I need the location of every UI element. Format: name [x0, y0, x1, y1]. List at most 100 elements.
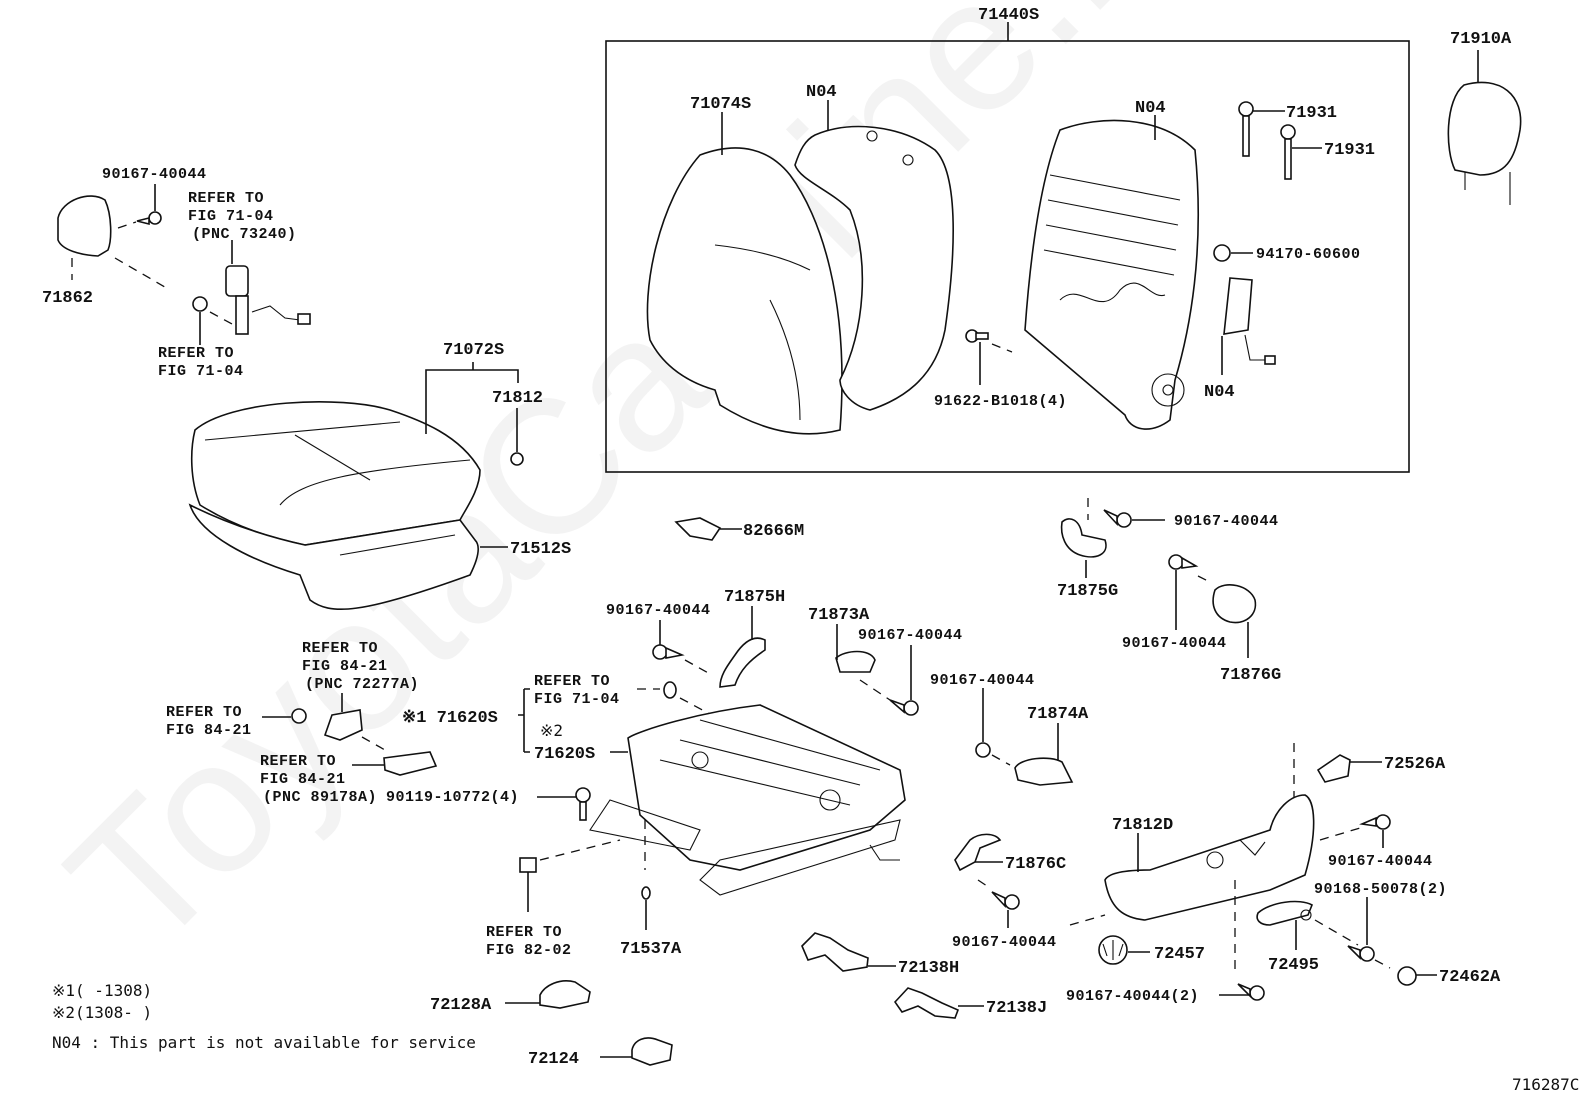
cover-71874A[interactable]	[1014, 723, 1074, 786]
part-label-94170-60600[interactable]: 94170-60600	[1256, 246, 1361, 263]
part-label-90167-40044-2[interactable]: 90167-40044(2)	[1066, 988, 1199, 1005]
part-label-71875G[interactable]: 71875G	[1057, 582, 1118, 601]
part-label-91622-B1018[interactable]: 91622-B1018(4)	[934, 393, 1067, 410]
part-label-72462A[interactable]: 72462A	[1439, 968, 1501, 987]
part-label-71072S[interactable]: 71072S	[443, 341, 504, 360]
refer-fig-71-04-a[interactable]: REFER TO FIG 71-04	[158, 345, 244, 380]
side-airbag-N04[interactable]	[1221, 277, 1276, 375]
part-label-71876C[interactable]: 71876C	[1005, 855, 1066, 874]
part-label-N04-airbag[interactable]: N04	[1204, 383, 1235, 402]
bolt-90119-10772[interactable]	[537, 787, 591, 821]
screw-90167-40044-top[interactable]	[117, 184, 162, 229]
headrest-guide-71931-b[interactable]	[1280, 124, 1322, 180]
bolt-91622-B1018[interactable]	[965, 329, 1013, 385]
cap-72462A[interactable]	[1397, 966, 1437, 986]
part-label-71875H[interactable]: 71875H	[724, 588, 785, 607]
cover-72138H[interactable]	[801, 932, 896, 972]
part-label-71874A[interactable]: 71874A	[1027, 705, 1089, 724]
part-label-72138H[interactable]: 72138H	[898, 959, 959, 978]
screw-90167-40044-812d[interactable]	[1319, 814, 1391, 848]
headrest-71910A[interactable]	[1447, 50, 1522, 205]
cover-72124[interactable]	[600, 1037, 673, 1066]
part-label-90119-10772[interactable]: 90119-10772(4)	[386, 789, 519, 806]
part-label-82666M[interactable]: 82666M	[743, 522, 804, 541]
part-label-71876G[interactable]: 71876G	[1220, 666, 1281, 685]
part-label-90167-40044-874a[interactable]: 90167-40044	[930, 672, 1035, 689]
part-label-72124[interactable]: 72124	[528, 1050, 579, 1069]
part-label-71537A[interactable]: 71537A	[620, 940, 682, 959]
part-label-72128A[interactable]: 72128A	[430, 996, 492, 1015]
part-label-90167-40044-876g[interactable]: 90167-40044	[1122, 635, 1227, 652]
knob-72457[interactable]	[1098, 935, 1150, 965]
screw-90167-40044-876g[interactable]	[1168, 554, 1211, 630]
refer-fig-84-21[interactable]: REFER TO FIG 84-21	[166, 704, 252, 739]
part-label-72495[interactable]: 72495	[1268, 956, 1319, 975]
bracket-71873A[interactable]	[835, 624, 891, 701]
refer-fig-71-04-pnc-73240[interactable]: REFER TO FIG 71-04 (PNC 73240)	[188, 190, 297, 243]
side-shield-71812D[interactable]	[1069, 794, 1315, 975]
refer-fig-71-04-b[interactable]: REFER TO FIG 71-04	[534, 673, 620, 708]
svg-text:FIG 71-04: FIG 71-04	[188, 208, 274, 225]
bracket-71876C[interactable]	[954, 833, 1003, 889]
part-label-90168-50078[interactable]: 90168-50078(2)	[1314, 881, 1447, 898]
refer-fig-82-02[interactable]: REFER TO FIG 82-02	[486, 924, 572, 959]
seatback-cover-71074S[interactable]	[646, 112, 843, 435]
screw-90167-40044-875h[interactable]	[652, 620, 713, 676]
part-label-71910A[interactable]: 71910A	[1450, 30, 1512, 49]
seatback-frame-N04[interactable]	[1024, 115, 1200, 430]
seatbelt-buckle[interactable]	[225, 240, 311, 335]
part-label-71862[interactable]: 71862	[42, 289, 93, 308]
part-label-90167-40044-873a[interactable]: 90167-40044	[858, 627, 963, 644]
grommet-refer-71-04-b[interactable]	[663, 681, 711, 715]
part-label-71812[interactable]: 71812	[492, 389, 543, 408]
clip-71812[interactable]	[510, 408, 524, 466]
part-label-90167-40044-876c[interactable]: 90167-40044	[952, 934, 1057, 951]
headrest-guide-71931-a[interactable]	[1238, 101, 1285, 157]
cover-71876G[interactable]	[1212, 584, 1257, 658]
part-label-71620S-1[interactable]: ※1 71620S	[402, 709, 498, 728]
part-label-71440S[interactable]: 71440S	[978, 6, 1039, 25]
part-label-N04-frame[interactable]: N04	[1135, 99, 1166, 118]
part-label-90167-40044-875h[interactable]: 90167-40044	[606, 602, 711, 619]
refer-fig-84-21-pnc-89178A[interactable]: REFER TO FIG 84-21 (PNC 89178A)	[260, 753, 377, 806]
screw-90168-50078[interactable]	[1347, 945, 1391, 969]
grommet-refer-71-04[interactable]	[192, 296, 233, 345]
clip-refer-82-02[interactable]	[519, 857, 537, 912]
screw-90167-40044-2[interactable]	[1219, 983, 1265, 1001]
part-label-71512S[interactable]: 71512S	[510, 540, 571, 559]
screw-90167-40044-876c[interactable]	[991, 891, 1020, 928]
part-label-72457[interactable]: 72457	[1154, 945, 1205, 964]
part-label-90167-40044-875g[interactable]: 90167-40044	[1174, 513, 1279, 530]
lever-72495[interactable]	[1256, 900, 1359, 950]
part-label-90167-40044-top[interactable]: 90167-40044	[102, 166, 207, 183]
part-label-71812D[interactable]: 71812D	[1112, 816, 1173, 835]
refer-fig-84-21-pnc-72277A[interactable]: REFER TO FIG 84-21 (PNC 72277A)	[302, 640, 419, 693]
clip-82666M[interactable]	[674, 517, 742, 541]
screw-90167-40044-874a[interactable]	[975, 688, 1011, 766]
part-label-N04-pad[interactable]: N04	[806, 83, 837, 102]
part-label-71931-b[interactable]: 71931	[1324, 141, 1375, 160]
cover-72128A[interactable]	[505, 980, 591, 1009]
part-label-71074S[interactable]: 71074S	[690, 95, 751, 114]
seat-cushion-cover-71072S[interactable]	[190, 401, 481, 546]
part-label-90167-40044-812d[interactable]: 90167-40044	[1328, 853, 1433, 870]
cover-71875G[interactable]	[1060, 498, 1107, 578]
part-label-72138J[interactable]: 72138J	[986, 999, 1047, 1018]
nut-94170-60600[interactable]	[1213, 244, 1253, 262]
part-label-71620S-2[interactable]: 71620S	[534, 745, 595, 764]
screw-90167-40044-873a[interactable]	[889, 645, 919, 716]
part-label-71873A[interactable]: 71873A	[808, 606, 870, 625]
screw-90167-40044-875g[interactable]	[1103, 509, 1165, 528]
connector-89178A[interactable]	[352, 751, 438, 776]
seat-adjuster-71620S[interactable]	[589, 704, 906, 896]
part-label-71931-a[interactable]: 71931	[1286, 104, 1337, 123]
seat-cushion-pad-71512S[interactable]	[188, 503, 508, 610]
cover-71875H[interactable]	[719, 606, 766, 688]
part-label-72526A[interactable]: 72526A	[1384, 755, 1446, 774]
grommet-refer-84-21[interactable]	[262, 708, 307, 724]
connector-72277A[interactable]	[323, 693, 386, 751]
cover-71862[interactable]	[57, 195, 171, 291]
cover-72138J[interactable]	[893, 987, 984, 1019]
seatback-pad-N04[interactable]	[794, 100, 954, 411]
cap-71537A[interactable]	[641, 886, 651, 930]
